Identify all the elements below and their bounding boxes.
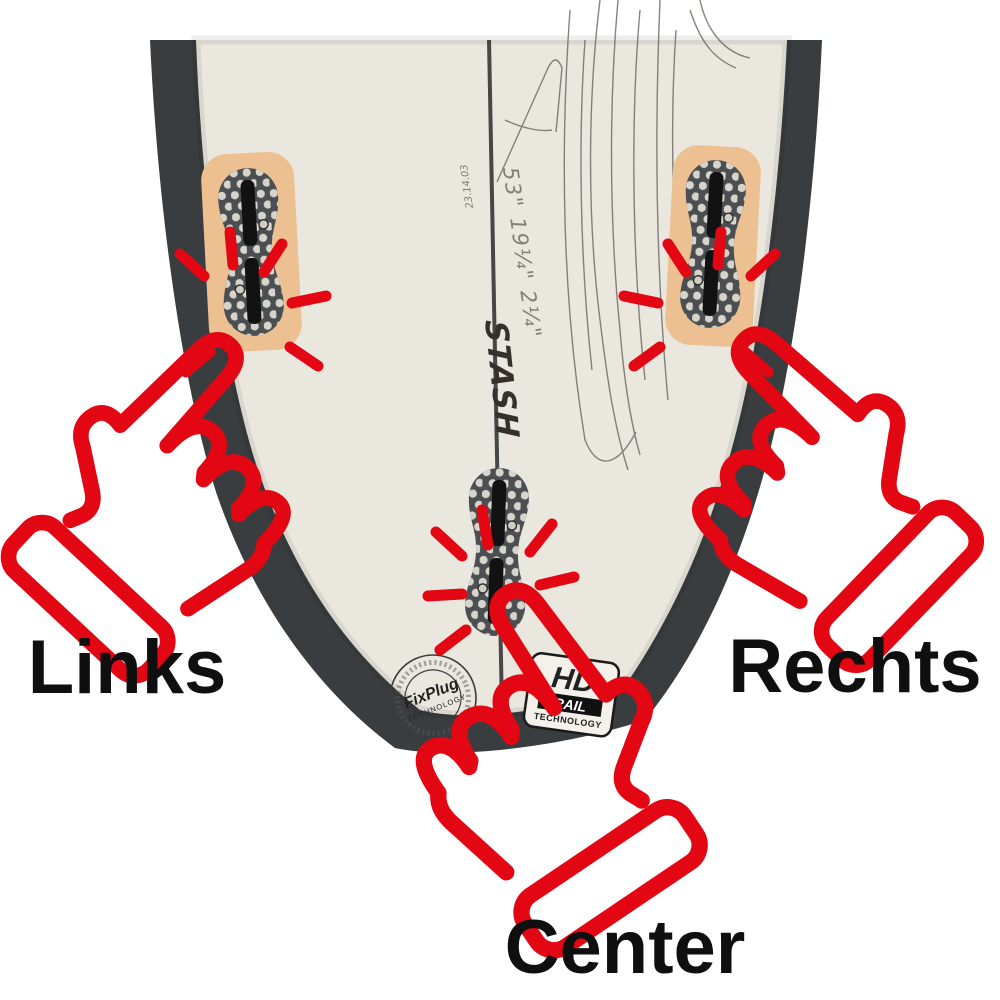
surfboard-deck: [196, 40, 787, 716]
signature-squiggle: [496, 59, 563, 183]
click-burst-right: [618, 226, 781, 378]
click-burst-center: [422, 504, 580, 656]
label-rechts: Rechts: [728, 624, 981, 709]
click-burst-left: [174, 226, 332, 378]
fin-box-left: [201, 152, 302, 352]
stamp-ring-text: [395, 660, 471, 736]
surfboard-tail: 53" 19¼" 2¼" 23.14.03 STASH FixPlug TECH…: [150, 0, 822, 753]
label-center: Center: [505, 905, 746, 990]
label-links: Links: [28, 625, 227, 710]
fin-box-right: [665, 145, 761, 347]
